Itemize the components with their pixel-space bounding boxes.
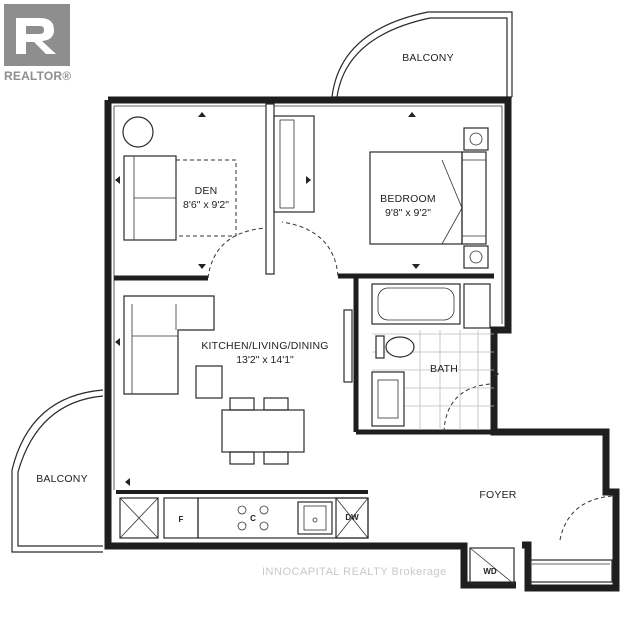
interior-walls (114, 103, 494, 494)
foyer-label: FOYER (479, 489, 516, 501)
living-size: 13'2" x 14'1" (236, 354, 294, 366)
fixture-labels: F C DW WD (179, 513, 497, 576)
room-labels: BALCONY DEN 8'6" x 9'2" BEDROOM 9'8" x 9… (36, 52, 516, 501)
den-furniture (122, 116, 237, 241)
living-label: KITCHEN/LIVING/DINING (201, 340, 328, 352)
brokerage-watermark: INNOCAPITAL REALTY Brokerage (262, 566, 447, 578)
fridge-label: F (179, 515, 184, 524)
bedroom-furniture (369, 127, 489, 269)
bath-fixtures (371, 283, 494, 430)
exterior-walls (104, 96, 620, 592)
window-markers (115, 112, 499, 486)
realtor-logo-mark (4, 4, 70, 66)
realtor-logo: REALTOR® (4, 4, 72, 83)
washer-dryer-closet (469, 547, 613, 585)
balcony-left-label: BALCONY (36, 473, 88, 485)
doors (207, 221, 613, 541)
living-furniture (123, 295, 353, 465)
balcony-left (11, 389, 104, 553)
bath-label: BATH (430, 363, 458, 375)
den-label: DEN (195, 185, 218, 197)
dishwasher-label: DW (345, 513, 359, 522)
den-size: 8'6" x 9'2" (183, 199, 229, 211)
cooktop-label: C (250, 514, 256, 523)
washer-dryer-label: WD (483, 567, 497, 576)
bedroom-label: BEDROOM (380, 193, 436, 205)
balcony-top-label: BALCONY (402, 52, 454, 64)
realtor-logo-text: REALTOR® (4, 69, 72, 83)
bedroom-size: 9'8" x 9'2" (385, 207, 431, 219)
kitchen (119, 497, 369, 539)
